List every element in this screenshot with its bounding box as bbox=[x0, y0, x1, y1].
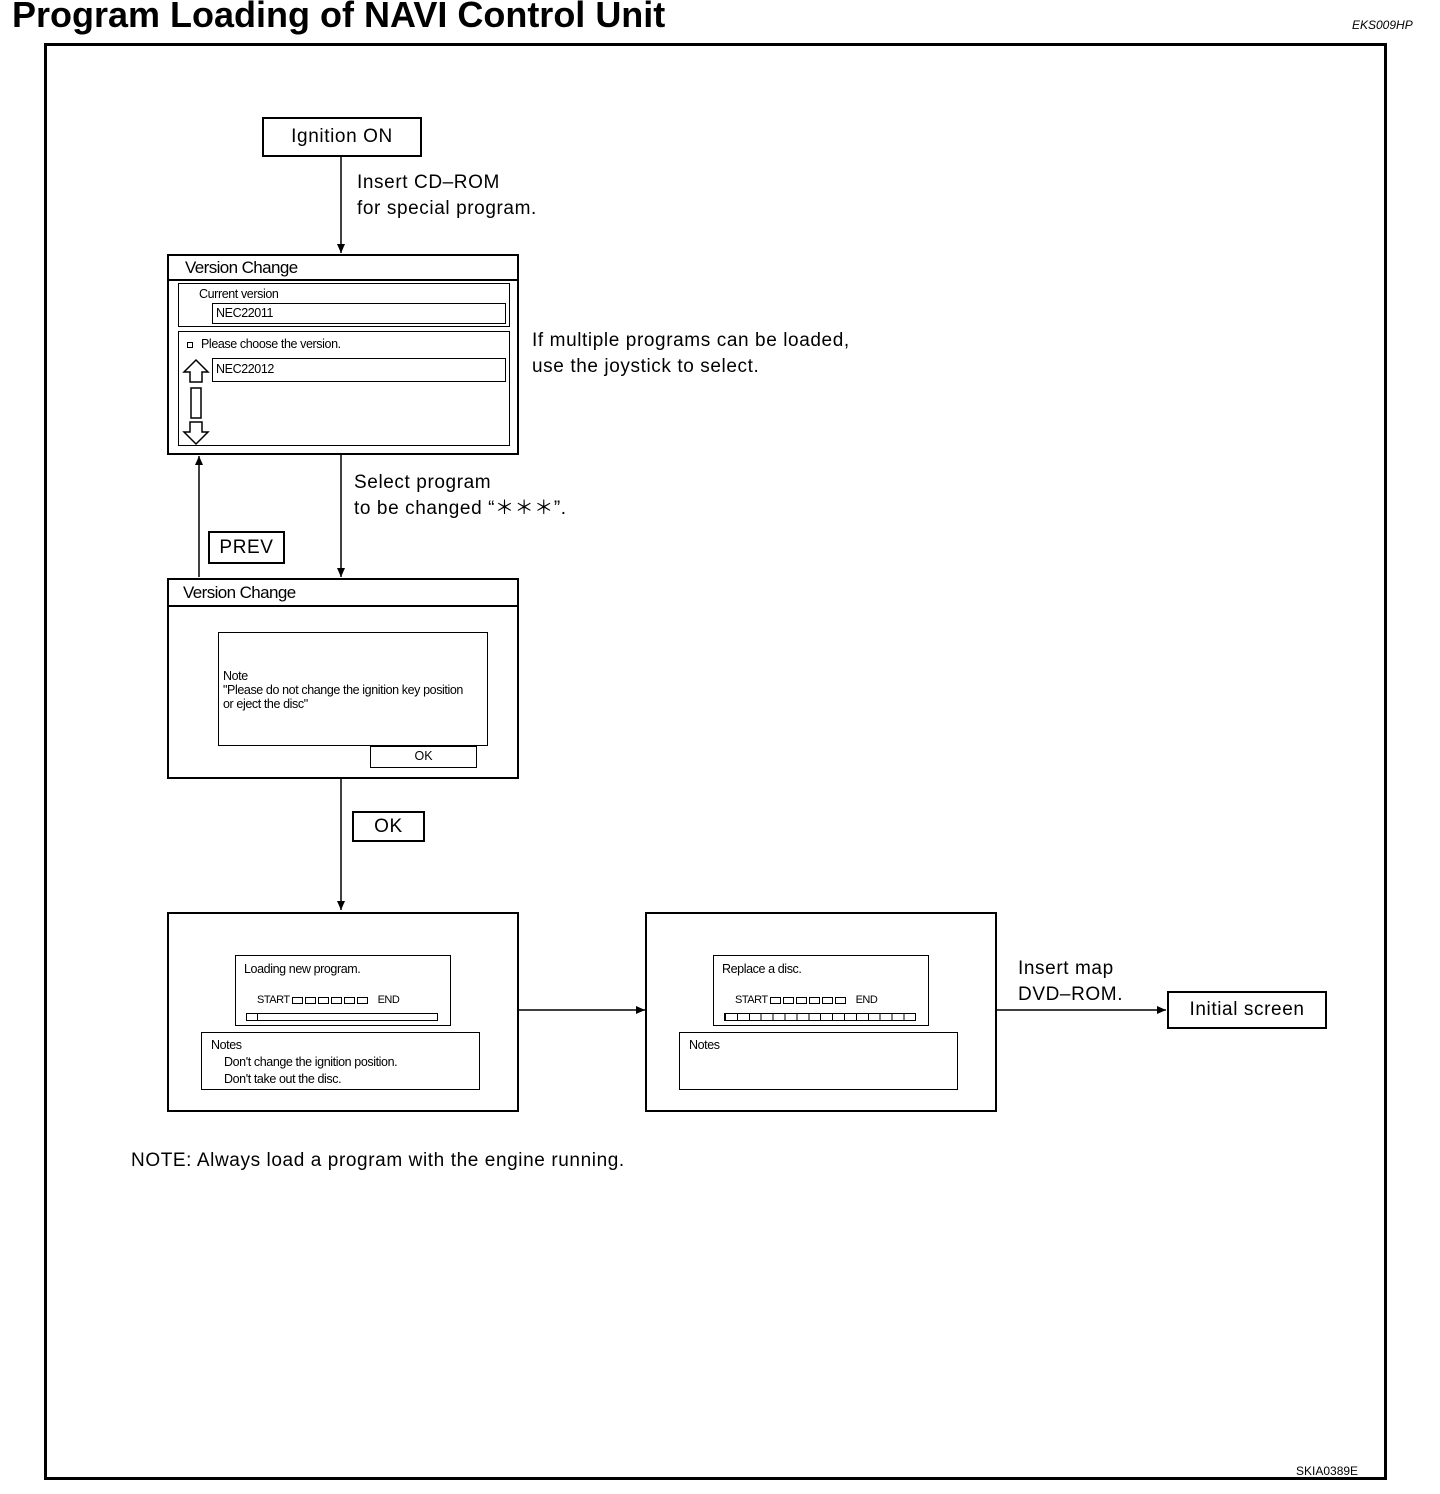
choose-version-label: Please choose the version. bbox=[201, 337, 341, 351]
figure-id: SKIA0389E bbox=[1296, 1464, 1359, 1478]
note-dialog: Note "Please do not change the ignition … bbox=[218, 632, 488, 746]
replace-disc-screen: Replace a disc. START END Notes bbox=[645, 912, 997, 1112]
note-line-2: or eject the disc" bbox=[223, 697, 308, 711]
version-option-field[interactable]: NEC22012 bbox=[212, 358, 506, 382]
notes-title: Notes bbox=[211, 1038, 242, 1052]
prev-button[interactable]: PREV bbox=[208, 531, 285, 564]
current-version-label: Current version bbox=[199, 287, 279, 301]
footer-note: NOTE: Always load a program with the eng… bbox=[131, 1150, 625, 1171]
loading-program-screen: Loading new program. START END Notes Don… bbox=[167, 912, 519, 1112]
multiple-programs-label: If multiple programs can be loaded, use … bbox=[532, 330, 850, 377]
version-change-select-screen: Version Change Current version NEC22011 … bbox=[167, 254, 519, 455]
progress-bar bbox=[246, 1013, 438, 1021]
page-title: Program Loading of NAVI Control Unit bbox=[12, 0, 666, 35]
diagram-frame bbox=[44, 43, 1387, 1480]
scroll-thumb bbox=[190, 387, 202, 419]
bullet-icon bbox=[187, 342, 193, 348]
version-choice-panel: Please choose the version. NEC22012 bbox=[178, 331, 510, 446]
screen-title: Version Change bbox=[183, 583, 296, 602]
notes-title: Notes bbox=[689, 1038, 720, 1052]
note-title: Note bbox=[223, 669, 248, 683]
notes-panel: Notes bbox=[679, 1032, 958, 1090]
select-program-label: Select program to be changed “＊＊＊”. bbox=[354, 472, 567, 519]
ok-button[interactable]: OK bbox=[352, 811, 425, 842]
screen-title: Version Change bbox=[185, 258, 298, 277]
document-code: EKS009HP bbox=[1352, 18, 1413, 32]
current-version-field: NEC22011 bbox=[212, 303, 506, 324]
title-divider bbox=[169, 605, 517, 607]
note-disc: Don't take out the disc. bbox=[224, 1072, 342, 1086]
note-line-1: "Please do not change the ignition key p… bbox=[223, 683, 463, 697]
up-arrow-icon bbox=[182, 358, 210, 383]
joystick-scroll-icon bbox=[182, 358, 210, 446]
progress-bar-full bbox=[724, 1013, 916, 1021]
progress-fill bbox=[247, 1014, 258, 1020]
current-version-panel: Current version NEC22011 bbox=[178, 283, 510, 327]
replace-message: Replace a disc. bbox=[722, 962, 802, 976]
down-arrow-icon bbox=[182, 421, 210, 446]
dialog-ok-button[interactable]: OK bbox=[370, 746, 477, 768]
progress-legend: START END bbox=[735, 994, 878, 1006]
ignition-on-box: Ignition ON bbox=[262, 117, 422, 157]
title-divider bbox=[169, 279, 517, 281]
insert-map-label: Insert map DVD–ROM. bbox=[1018, 958, 1124, 1005]
notes-panel: Notes Don't change the ignition position… bbox=[201, 1032, 480, 1090]
initial-screen-box: Initial screen bbox=[1167, 991, 1327, 1029]
note-ignition: Don't change the ignition position. bbox=[224, 1055, 398, 1069]
version-change-note-screen: Version Change Note "Please do not chang… bbox=[167, 578, 519, 779]
replace-message-panel: Replace a disc. START END bbox=[713, 955, 929, 1026]
loading-message: Loading new program. bbox=[244, 962, 361, 976]
insert-cd-label: Insert CD–ROM for special program. bbox=[357, 172, 537, 219]
progress-legend: START END bbox=[257, 994, 400, 1006]
loading-message-panel: Loading new program. START END bbox=[235, 955, 451, 1026]
